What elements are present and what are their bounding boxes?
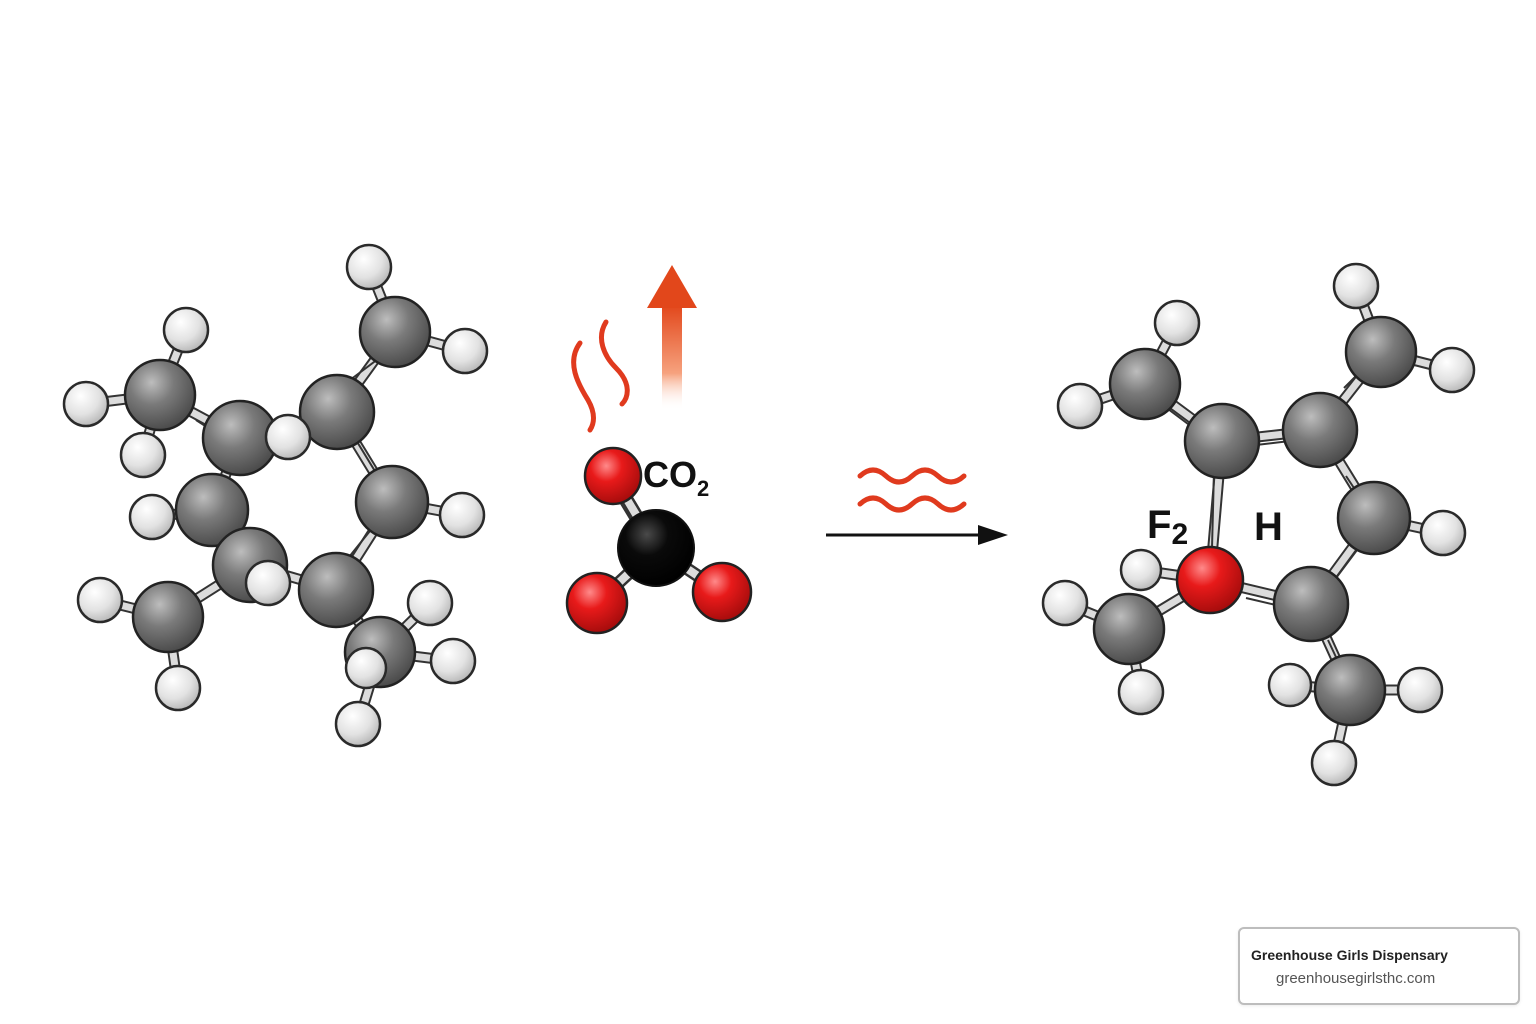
co2-label: CO2 bbox=[643, 454, 709, 501]
carbon-atom bbox=[1108, 347, 1182, 421]
heat-wave-icon bbox=[857, 467, 967, 513]
carbon-atom bbox=[1344, 315, 1418, 389]
carbon-atom bbox=[1183, 402, 1261, 480]
reaction-arrow-icon bbox=[826, 525, 1008, 545]
hydrogen-atom bbox=[1396, 666, 1444, 714]
co2-label-main: CO bbox=[643, 454, 697, 495]
carbon-atom bbox=[131, 580, 205, 654]
hydrogen-atom bbox=[438, 491, 486, 539]
hydrogen-atom bbox=[1310, 739, 1358, 787]
carbon-atom bbox=[123, 358, 197, 432]
hydrogen-atom bbox=[441, 327, 489, 375]
f2-label-subscript: 2 bbox=[1171, 518, 1188, 551]
hydrogen-atom bbox=[429, 637, 477, 685]
carbon-atom bbox=[1272, 565, 1350, 643]
brand-watermark: Greenhouse Girls Dispensary greenhousegi… bbox=[1238, 927, 1520, 1005]
f2-label: F2 bbox=[1147, 503, 1188, 551]
h-label: H bbox=[1254, 505, 1283, 549]
brand-url[interactable]: greenhousegirlsthc.com bbox=[1276, 970, 1436, 987]
reactant-molecule bbox=[62, 243, 489, 748]
hydrogen-atom bbox=[334, 700, 382, 748]
carbon-atom bbox=[174, 472, 250, 548]
oxygen-atom bbox=[565, 571, 629, 635]
hydrogen-atom bbox=[1041, 579, 1089, 627]
brand-name: Greenhouse Girls Dispensary bbox=[1251, 947, 1448, 963]
co2-carbon-atom bbox=[617, 509, 695, 587]
hydrogen-atom bbox=[1419, 509, 1467, 557]
hydrogen-atom bbox=[128, 493, 176, 541]
carbon-atom bbox=[358, 295, 432, 369]
heat-wave-icon bbox=[571, 319, 630, 433]
hydrogen-atom bbox=[344, 646, 388, 690]
hydrogen-atom bbox=[244, 559, 292, 607]
hydrogen-atom bbox=[1267, 662, 1313, 708]
oxygen-atom bbox=[583, 446, 643, 506]
hydrogen-atom bbox=[406, 579, 454, 627]
carbon-atom bbox=[297, 551, 375, 629]
hydrogen-atom bbox=[119, 431, 167, 479]
carbon-atom bbox=[1281, 391, 1359, 469]
carbon-atom bbox=[354, 464, 430, 540]
hydrogen-atom bbox=[264, 413, 312, 461]
oxygen-atom bbox=[691, 561, 753, 623]
carbon-atom bbox=[1313, 653, 1387, 727]
hydrogen-atom bbox=[162, 306, 210, 354]
hydrogen-atom bbox=[1117, 668, 1165, 716]
co2-label-subscript: 2 bbox=[697, 476, 709, 501]
hydrogen-atom bbox=[154, 664, 202, 712]
f2-label-main: F bbox=[1147, 503, 1171, 547]
carbon-atom bbox=[1336, 480, 1412, 556]
hydrogen-atom bbox=[345, 243, 393, 291]
oxygen-atom bbox=[1175, 545, 1245, 615]
carbon-atom bbox=[298, 373, 376, 451]
hydrogen-atom bbox=[1428, 346, 1476, 394]
hydrogen-atom bbox=[62, 380, 110, 428]
hydrogen-atom bbox=[76, 576, 124, 624]
carbon-atom bbox=[1092, 592, 1166, 666]
hydrogen-atom bbox=[1056, 382, 1104, 430]
product-molecule: F2 H bbox=[1041, 262, 1476, 787]
hydrogen-atom bbox=[1332, 262, 1380, 310]
hydrogen-atom bbox=[1119, 548, 1163, 592]
co2-molecule: CO2 bbox=[565, 446, 753, 635]
hydrogen-atom bbox=[1153, 299, 1201, 347]
up-arrow-icon bbox=[647, 265, 697, 410]
